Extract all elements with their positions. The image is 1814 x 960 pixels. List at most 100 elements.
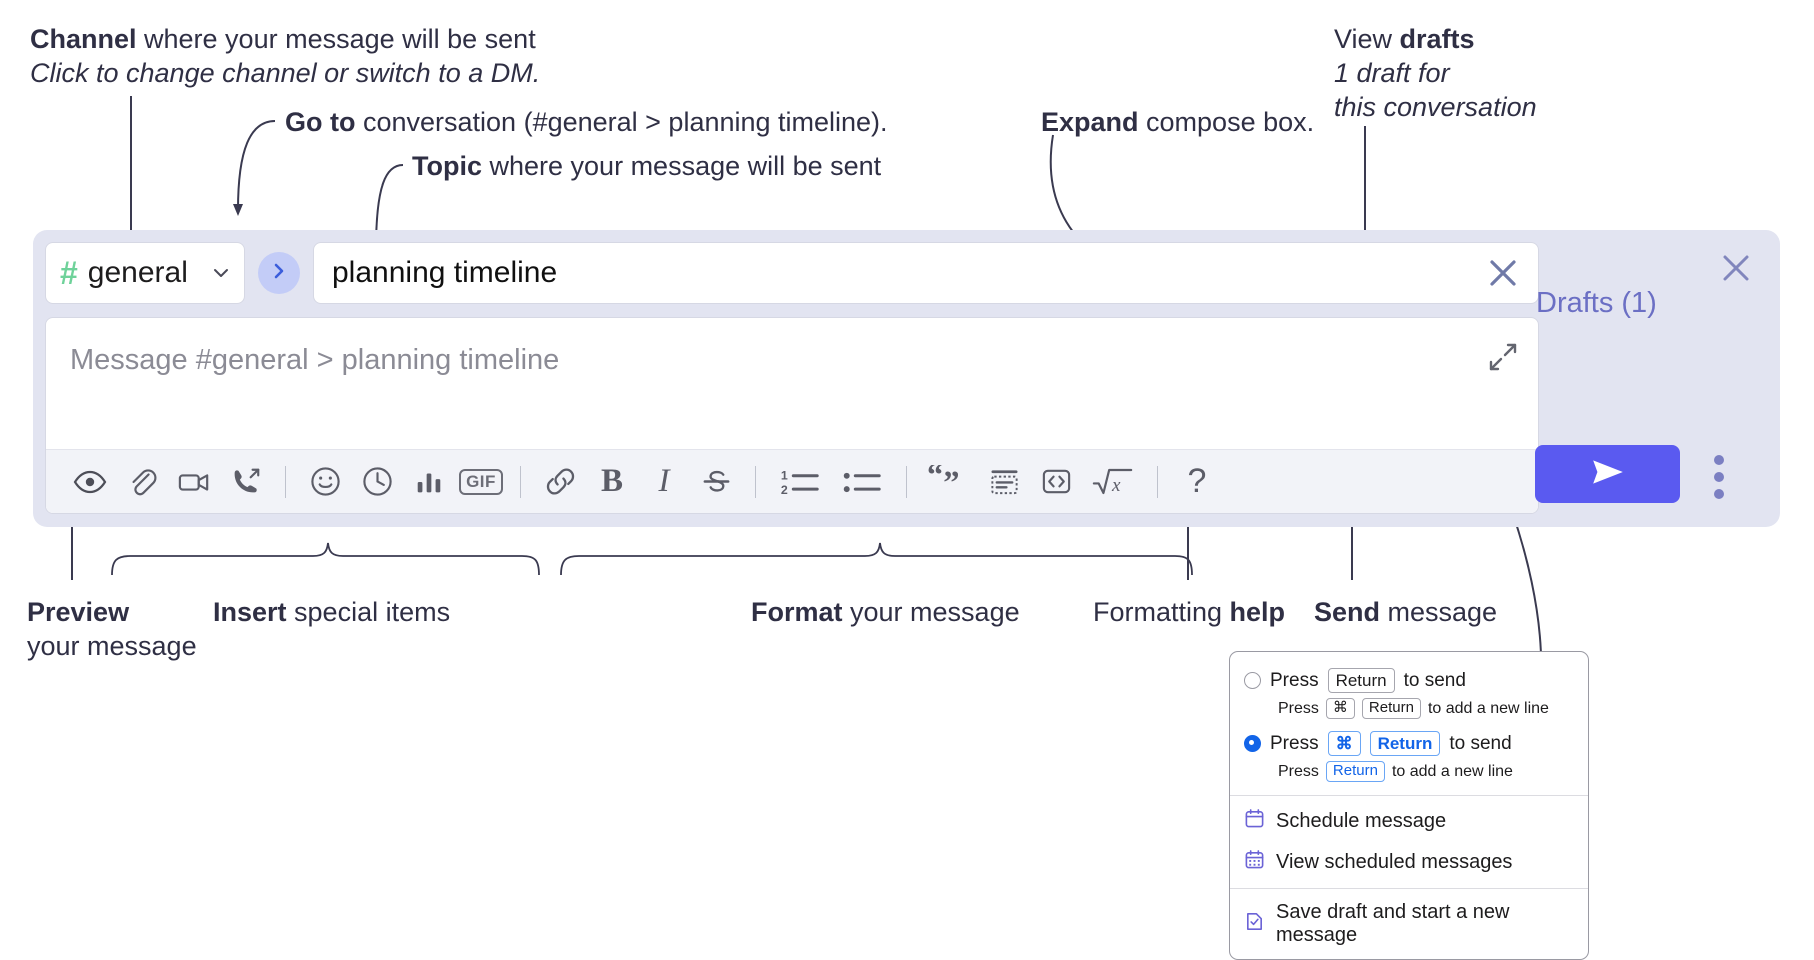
opt2-post: to send [1449,732,1512,754]
annotation-send: Send message [1314,595,1497,629]
svg-text:1: 1 [781,469,788,483]
annotation-preview-bold: Preview [27,597,130,627]
key-cmd-blue: ⌘ [1327,731,1361,757]
annotation-drafts-sub1: 1 draft for [1334,58,1450,89]
blockquote-icon[interactable]: “ ” [920,456,978,508]
opt2-pre: Press [1270,732,1319,754]
opt2-sub-pre: Press [1278,762,1319,780]
message-placeholder: Message #general > planning timeline [70,344,560,376]
annotation-insert: Insert special items [213,595,450,629]
italic-icon[interactable]: I [638,456,690,508]
chevron-down-icon [212,264,230,282]
annotation-goto-rest: conversation (#general > planning timeli… [355,107,888,137]
drafts-link[interactable]: Drafts (1) [1536,287,1657,319]
svg-text:“: “ [928,465,943,493]
panel-close-icon[interactable] [1720,252,1752,284]
preview-icon[interactable] [64,456,116,508]
schedule-section: Schedule message View scheduled messages [1230,796,1588,888]
radio-return-to-send[interactable] [1244,672,1261,690]
compose-options-menu: Press Return to send Press ⌘ Return to a… [1229,651,1589,960]
annotation-goto-bold: Go to [285,107,356,137]
menu-item-save-draft[interactable]: Save draft and start a new message [1230,894,1588,954]
menu-item-view-scheduled[interactable]: View scheduled messages [1230,842,1588,883]
kebab-menu-icon[interactable] [1712,455,1726,499]
annotation-expand: Expand compose box. [1041,105,1314,139]
inline-code-icon[interactable] [1030,456,1082,508]
separator-5 [1157,465,1158,498]
annotation-format-rest: your message [842,597,1020,627]
strikethrough-icon[interactable] [690,456,742,508]
topic-input[interactable]: planning timeline [313,242,1539,304]
annotation-topic-rest: where your message will be sent [482,151,882,181]
annotation-formatting-help: Formatting help [1093,595,1285,629]
calendar-icon [1244,808,1265,835]
goto-conversation-button[interactable] [258,252,300,294]
send-options-section: Press Return to send Press ⌘ Return to a… [1230,652,1588,795]
annotation-topic-bold: Topic [412,151,482,181]
formatting-help-icon[interactable]: ? [1171,456,1223,508]
annotation-drafts-plain: View [1334,24,1400,54]
poll-icon[interactable] [403,456,455,508]
audio-clip-icon[interactable] [220,456,272,508]
kebab-dot-3 [1714,489,1724,499]
separator-2 [520,465,521,498]
opt1-pre: Press [1270,669,1319,691]
draft-section: Save draft and start a new message [1230,889,1588,959]
code-block-icon[interactable] [978,456,1030,508]
opt1-sub-pre: Press [1278,699,1319,717]
svg-text:”: ” [943,465,959,498]
send-button[interactable] [1535,445,1680,503]
kebab-dot-1 [1714,455,1724,465]
expand-icon[interactable] [1488,342,1518,372]
menu-item-view-scheduled-label: View scheduled messages [1276,851,1513,873]
annotation-expand-rest: compose box. [1138,107,1315,137]
key-cmd: ⌘ [1325,698,1355,719]
menu-item-schedule-label: Schedule message [1276,810,1447,832]
svg-text:2: 2 [781,483,788,497]
menu-divider-2 [1230,888,1588,889]
annotation-drafts-sub2: this conversation [1334,92,1537,123]
kebab-dot-2 [1714,472,1724,482]
annotation-format: Format your message [751,595,1020,629]
ordered-list-icon[interactable]: 1 2 [769,456,831,508]
radio-cmd-return-to-send[interactable] [1244,735,1261,753]
topic-value: planning timeline [332,256,558,289]
annotation-expand-bold: Expand [1041,107,1139,137]
send-option-cmd-return[interactable]: Press ⌘ Return to send Press Return to a… [1230,727,1588,790]
annotation-preview-rest: your message [27,631,197,662]
attach-file-icon[interactable] [116,456,168,508]
key-return-blue: Return [1369,731,1441,757]
bulleted-list-icon[interactable] [831,456,893,508]
math-icon[interactable]: x [1082,456,1144,508]
channel-selector[interactable]: # general [45,242,245,304]
gif-icon[interactable]: GIF [455,456,507,508]
annotation-channel-bold: Channel [30,24,137,54]
key-return: Return [1327,668,1395,694]
italic-label: I [658,463,670,499]
menu-item-save-draft-label: Save draft and start a new message [1276,901,1510,946]
schedule-clock-icon[interactable] [351,456,403,508]
send-option-return[interactable]: Press Return to send Press ⌘ Return to a… [1230,657,1588,727]
annotation-help-plain: Formatting [1093,597,1230,627]
gif-label: GIF [459,468,503,495]
video-clip-icon[interactable] [168,456,220,508]
separator-1 [285,465,286,498]
link-icon[interactable] [534,456,586,508]
opt1-sub-post: to add a new line [1427,699,1549,717]
separator-4 [906,465,907,498]
bold-icon[interactable]: B [586,456,638,508]
key-return-blue-2: Return [1325,761,1385,782]
annotation-format-bold: Format [751,597,843,627]
menu-item-schedule-message[interactable]: Schedule message [1230,801,1588,842]
chevron-right-icon [269,261,289,286]
compose-header-row: # general planning timeline [45,242,1539,304]
annotation-goto: Go to conversation (#general > planning … [285,105,888,139]
send-plane-icon [1586,454,1630,495]
close-icon[interactable] [1486,256,1520,290]
message-input-box[interactable]: Message #general > planning timeline [45,317,1539,514]
annotation-send-rest: message [1380,597,1498,627]
compose-inner: # general planning timeline [45,242,1539,514]
emoji-icon[interactable] [299,456,351,508]
channel-name: general [87,256,188,289]
separator-3 [755,465,756,498]
